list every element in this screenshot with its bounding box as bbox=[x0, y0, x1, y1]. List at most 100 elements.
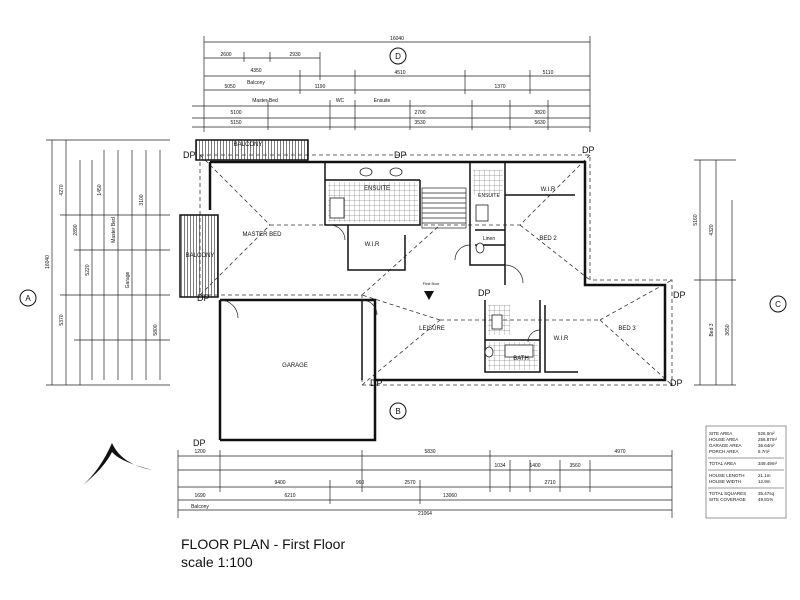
svg-text:5100: 5100 bbox=[230, 110, 241, 116]
downpipe-2: DP bbox=[394, 150, 407, 160]
left-dimension-text: 16040 4270 5370 2890 5220 1450 Master Be… bbox=[45, 184, 159, 335]
svg-text:960: 960 bbox=[356, 480, 365, 486]
area-site-value: 526.0m² bbox=[758, 431, 775, 436]
section-marker-c bbox=[769, 295, 787, 313]
svg-text:1450: 1450 bbox=[97, 184, 103, 195]
svg-text:5630: 5630 bbox=[534, 120, 545, 126]
downpipe-1: DP bbox=[183, 150, 196, 160]
svg-text:5160: 5160 bbox=[693, 214, 699, 225]
area-total-label: TOTAL AREA bbox=[709, 461, 736, 466]
staircase bbox=[421, 187, 467, 229]
right-dimension-text: 5160 4320 3650 Bed 3 bbox=[693, 214, 731, 336]
area-house-value: 256.87m² bbox=[758, 437, 778, 442]
section-label-c: C bbox=[775, 300, 781, 309]
area-site-label: SITE AREA bbox=[709, 431, 732, 436]
downpipe-8: DP bbox=[193, 438, 206, 448]
room-leisure: LEISURE bbox=[419, 326, 445, 332]
section-marker-b bbox=[389, 402, 407, 420]
svg-text:3530: 3530 bbox=[414, 120, 425, 126]
balcony-top-deck bbox=[195, 139, 309, 161]
area-coverage-label: SITE COVERAGE bbox=[709, 497, 746, 502]
downpipe-labels: DP DP DP DP DP DP DP DP DP bbox=[183, 145, 686, 448]
svg-text:4270: 4270 bbox=[59, 184, 65, 195]
svg-text:4320: 4320 bbox=[709, 224, 715, 235]
svg-text:1400: 1400 bbox=[529, 463, 540, 469]
svg-text:2700: 2700 bbox=[414, 110, 425, 116]
top-dimension-lines bbox=[192, 36, 591, 132]
svg-text:4350: 4350 bbox=[250, 68, 261, 74]
room-bed3: BED 3 bbox=[618, 326, 636, 332]
area-coverage-value: 49.81% bbox=[758, 497, 773, 502]
top-overall-dim: 16040 bbox=[390, 36, 404, 42]
svg-text:2570: 2570 bbox=[404, 480, 415, 486]
svg-text:Bed 3: Bed 3 bbox=[709, 323, 715, 336]
interior-walls bbox=[324, 162, 578, 380]
roof-outline bbox=[199, 154, 673, 386]
dim-wc: WC bbox=[336, 98, 345, 104]
area-width-value: 12.9m bbox=[758, 479, 771, 484]
svg-text:1690: 1690 bbox=[194, 493, 205, 499]
svg-text:5150: 5150 bbox=[230, 120, 241, 126]
section-label-a: A bbox=[25, 294, 31, 303]
room-wir-bed2: W.I.R bbox=[541, 187, 556, 193]
downpipe-6: DP bbox=[370, 378, 383, 388]
svg-text:13060: 13060 bbox=[443, 493, 457, 499]
room-bath: BATH bbox=[513, 356, 529, 362]
room-ensuite: ENSUITE bbox=[364, 186, 390, 192]
bottom-dim-2: 5830 bbox=[424, 449, 435, 455]
area-porch-value: 5.7m² bbox=[758, 449, 770, 454]
downpipe-3: DP bbox=[582, 145, 595, 155]
section-label-b: B bbox=[395, 407, 400, 416]
level-marker-icon bbox=[424, 291, 434, 300]
exterior-walls bbox=[208, 160, 667, 442]
svg-text:5800: 5800 bbox=[153, 324, 159, 335]
bottom-overall-dim: 21064 bbox=[418, 511, 432, 517]
left-overall-dim: 16040 bbox=[45, 255, 51, 269]
svg-text:5110: 5110 bbox=[543, 70, 554, 76]
svg-text:1190: 1190 bbox=[315, 84, 326, 90]
svg-text:3650: 3650 bbox=[725, 324, 731, 335]
first-floor-label: First floor bbox=[423, 281, 440, 286]
svg-text:5050: 5050 bbox=[224, 84, 235, 90]
svg-text:2710: 2710 bbox=[544, 480, 555, 486]
svg-text:3560: 3560 bbox=[569, 463, 580, 469]
plan-scale: scale 1:100 bbox=[181, 554, 253, 570]
svg-text:2890: 2890 bbox=[73, 224, 79, 235]
room-ensuite2: ENSUITE bbox=[478, 193, 500, 199]
svg-text:1370: 1370 bbox=[494, 84, 505, 90]
top-dimension-text: 16040 2600 2930 4350 Balcony 4510 5110 5… bbox=[220, 36, 553, 126]
svg-text:5370: 5370 bbox=[59, 314, 65, 325]
bottom-dim-3: 4970 bbox=[614, 449, 625, 455]
area-length-label: HOUSE LENGTH bbox=[709, 473, 745, 478]
bottom-balcony-label: Balcony bbox=[191, 504, 209, 510]
balcony-left-deck bbox=[179, 214, 219, 298]
room-labels: BALCONY BALCONY ENSUITE MASTER BED W.I.R… bbox=[186, 142, 637, 369]
section-marker-a bbox=[19, 289, 37, 307]
area-table: SITE AREA 526.0m² HOUSE AREA 256.87m² GA… bbox=[705, 425, 787, 519]
section-markers: A B C D bbox=[19, 47, 787, 420]
downpipe-7: DP bbox=[670, 378, 683, 388]
room-garage: GARAGE bbox=[282, 363, 308, 369]
dim-master-bed: Master Bed bbox=[252, 98, 278, 104]
downpipe-4: DP bbox=[197, 293, 210, 303]
svg-text:3820: 3820 bbox=[534, 110, 545, 116]
downpipe-9: DP bbox=[478, 288, 491, 298]
plan-title: FLOOR PLAN - First Floor bbox=[181, 536, 346, 552]
doors bbox=[219, 224, 541, 343]
area-garage-label: GARAGE AREA bbox=[709, 443, 742, 448]
area-squares-label: TOTAL SQUARES bbox=[709, 491, 746, 496]
svg-text:Master Bed: Master Bed bbox=[111, 217, 117, 243]
north-arrow-icon bbox=[83, 443, 153, 485]
svg-text:3100: 3100 bbox=[139, 194, 145, 205]
top-balcony-label: Balcony bbox=[247, 80, 265, 86]
svg-text:6210: 6210 bbox=[284, 493, 295, 499]
downpipe-5: DP bbox=[673, 290, 686, 300]
bottom-dimension-text: 1200 5830 4970 1034 1400 3560 9400 960 2… bbox=[191, 449, 626, 517]
svg-text:Garage: Garage bbox=[125, 271, 131, 288]
svg-text:2930: 2930 bbox=[289, 52, 300, 58]
room-master-bed: MASTER BED bbox=[242, 232, 282, 238]
right-dimension-lines bbox=[694, 159, 736, 386]
area-total-value: 349.49m² bbox=[758, 461, 778, 466]
ensuite2-floor bbox=[473, 170, 503, 195]
